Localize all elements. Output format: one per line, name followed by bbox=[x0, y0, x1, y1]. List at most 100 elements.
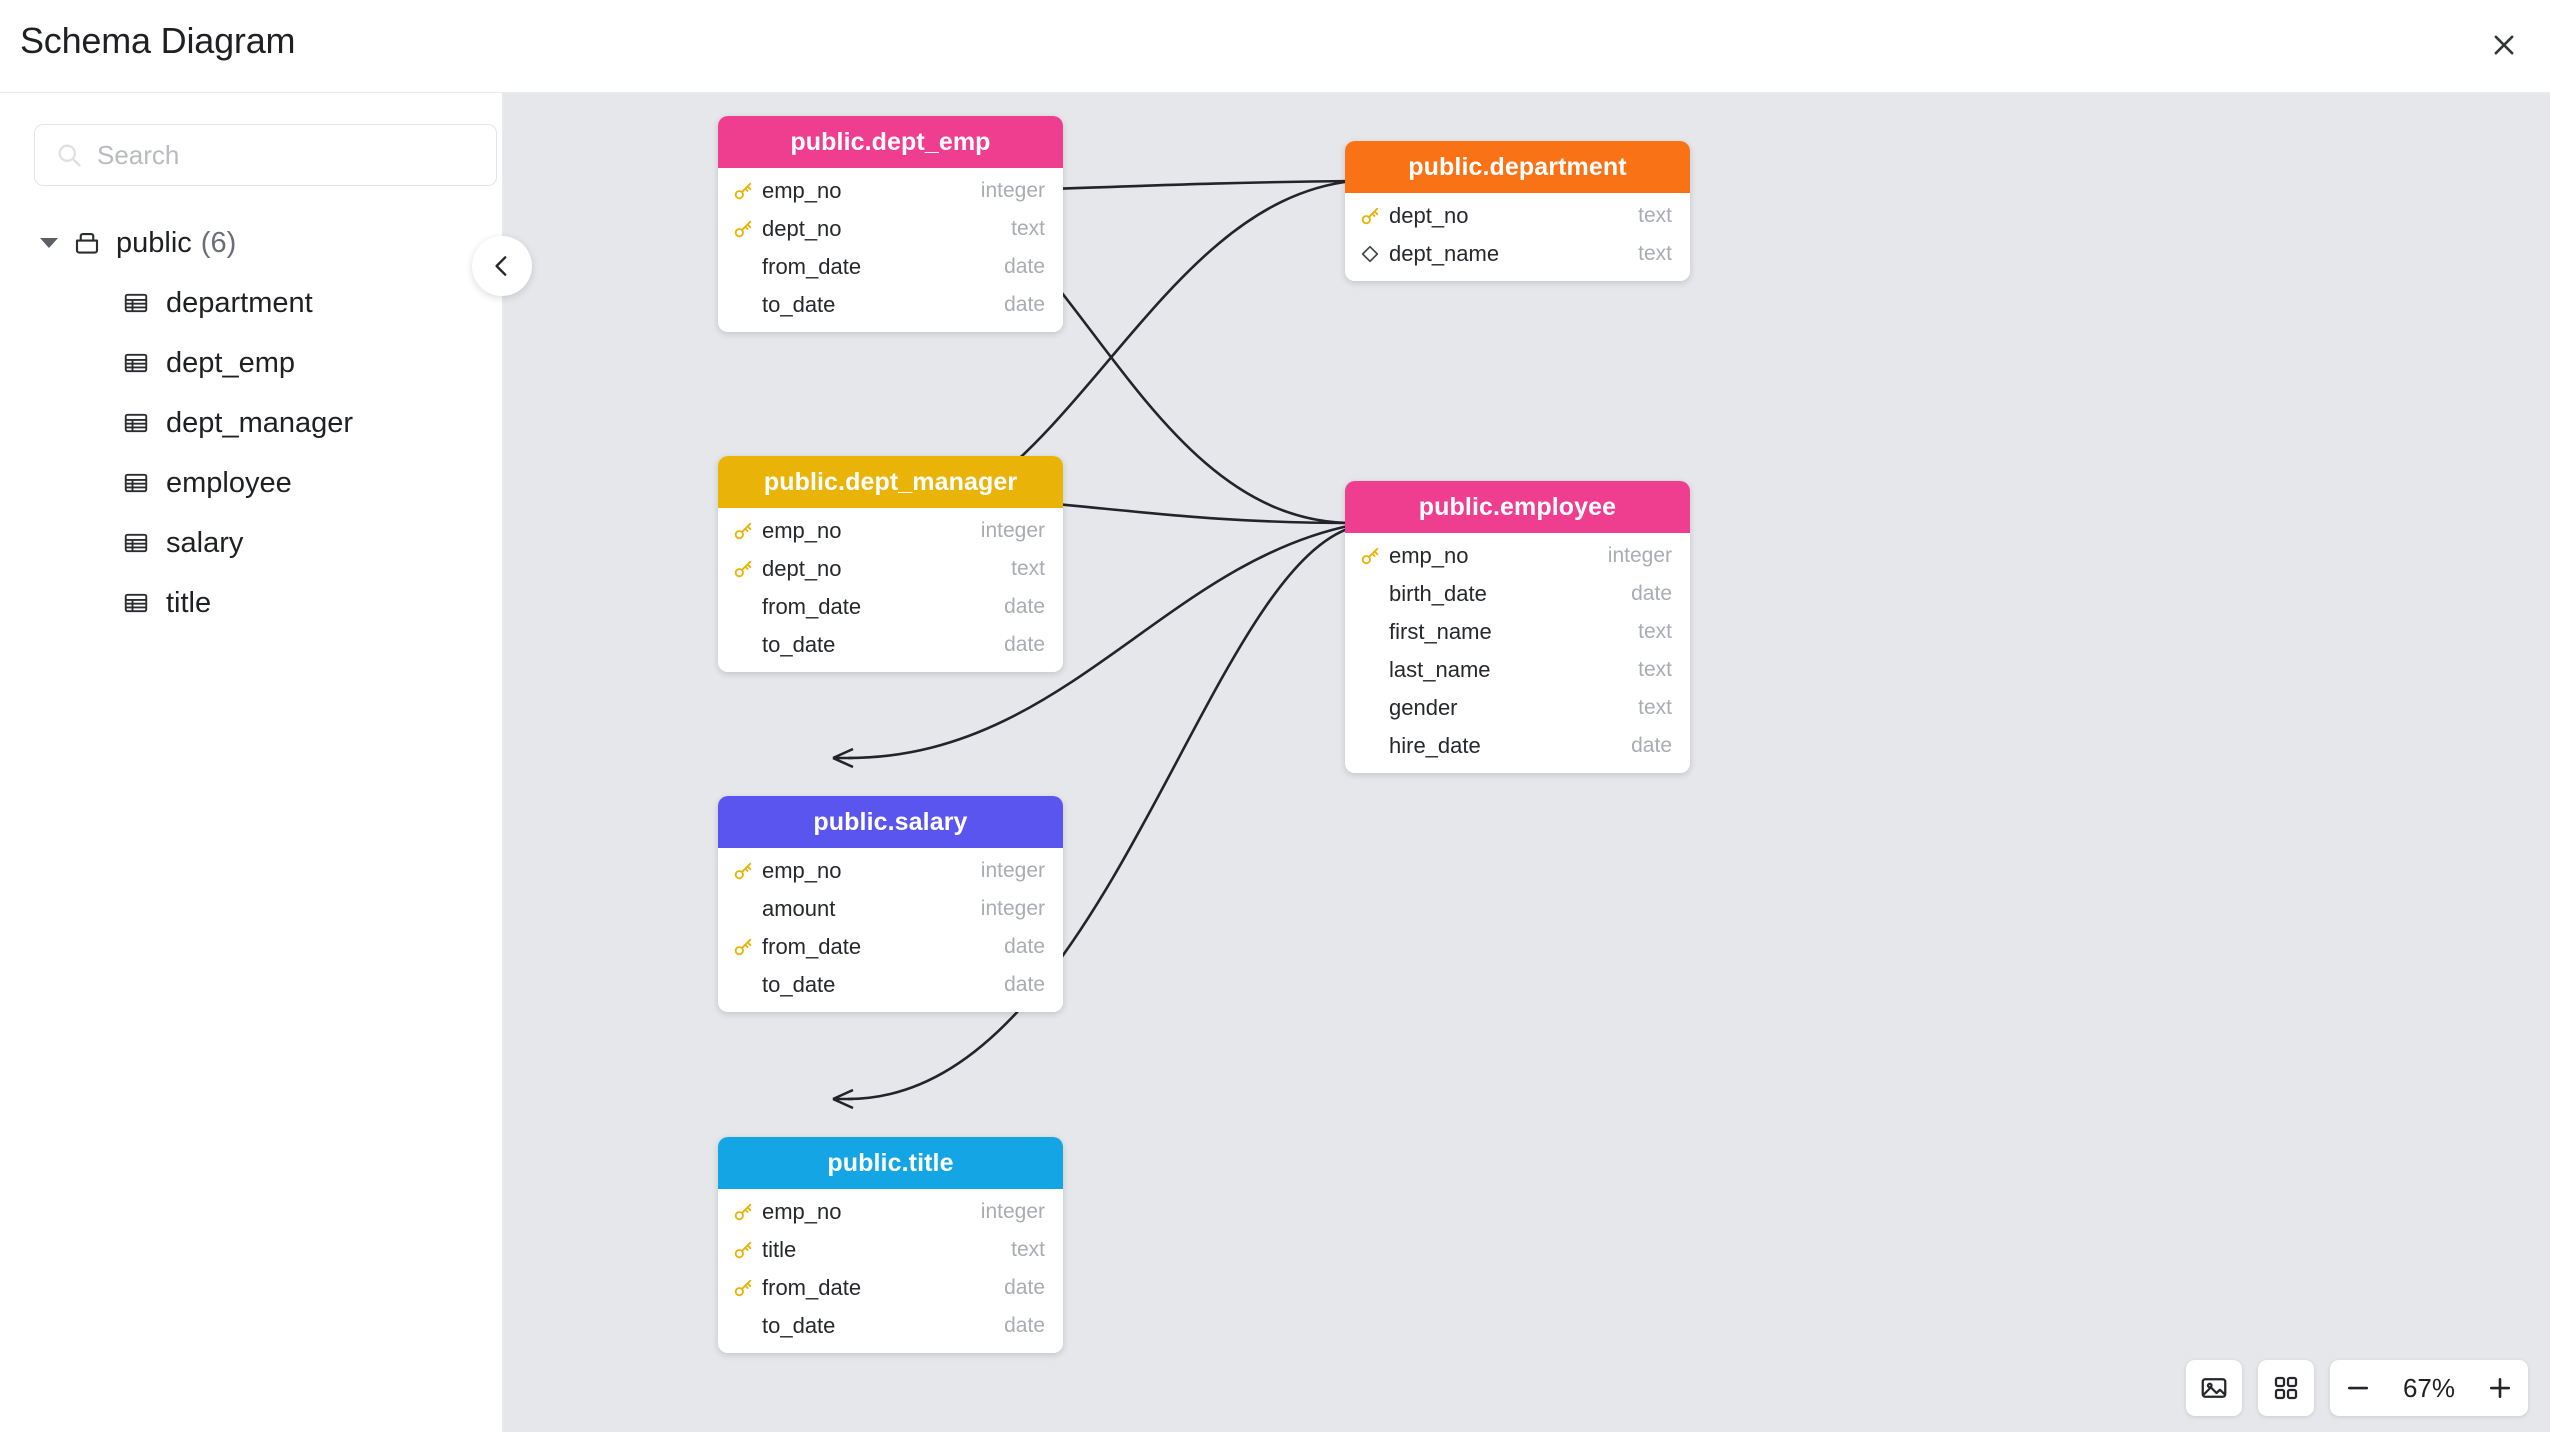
edge-title-employee bbox=[847, 525, 1354, 1101]
zoom-level-label[interactable]: 67% bbox=[2402, 1372, 2456, 1403]
field-type: text bbox=[1638, 204, 1672, 227]
schema-table-count: (6) bbox=[200, 226, 237, 259]
field-row[interactable]: emp_no integer bbox=[718, 172, 1063, 210]
field-name: gender bbox=[1389, 695, 1458, 720]
search-icon bbox=[58, 144, 81, 167]
tree-item-label: salary bbox=[166, 526, 244, 559]
field-row[interactable]: from_date date bbox=[718, 248, 1063, 286]
tree-item-label: dept_manager bbox=[166, 406, 354, 439]
close-button[interactable] bbox=[2476, 17, 2532, 73]
key-icon bbox=[734, 560, 752, 578]
field-name: birth_date bbox=[1389, 581, 1487, 606]
plus-icon bbox=[2489, 1377, 2511, 1399]
tree-item-dept_emp[interactable]: dept_emp bbox=[0, 333, 502, 393]
table-node-fields: emp_no integer amount integer from_date … bbox=[718, 848, 1063, 1012]
zoom-in-button[interactable] bbox=[2472, 1360, 2528, 1416]
table-icon bbox=[124, 353, 148, 373]
field-row[interactable]: amount integer bbox=[718, 890, 1063, 928]
chevron-down-icon[interactable] bbox=[40, 238, 58, 248]
field-name: dept_no bbox=[1389, 203, 1469, 228]
tree-item-dept_manager[interactable]: dept_manager bbox=[0, 393, 502, 453]
key-icon bbox=[734, 862, 752, 880]
table-node-header: public.title bbox=[718, 1137, 1063, 1189]
field-type: date bbox=[1004, 935, 1045, 958]
table-node-fields: emp_no integer title text from_date date bbox=[718, 1189, 1063, 1353]
field-row[interactable]: to_date date bbox=[718, 286, 1063, 324]
table-icon bbox=[124, 473, 148, 493]
tree-item-department[interactable]: department bbox=[0, 273, 502, 333]
field-type: integer bbox=[980, 897, 1045, 920]
table-node-salary[interactable]: public.salary emp_no integer amount inte… bbox=[718, 796, 1063, 1012]
canvas-toolbar: 67% bbox=[2186, 1360, 2528, 1416]
field-type: text bbox=[1638, 620, 1672, 643]
key-icon bbox=[734, 1279, 752, 1297]
field-row[interactable]: to_date date bbox=[718, 626, 1063, 664]
field-type: date bbox=[1631, 734, 1672, 757]
tree-item-schema-public[interactable]: public (6) bbox=[0, 213, 502, 273]
field-row[interactable]: emp_no integer bbox=[718, 512, 1063, 550]
field-row[interactable]: dept_no text bbox=[1345, 197, 1690, 235]
table-node-dept_emp[interactable]: public.dept_emp emp_no integer dept_no t… bbox=[718, 116, 1063, 332]
field-name: to_date bbox=[762, 1313, 836, 1338]
search-box[interactable] bbox=[34, 124, 497, 186]
field-row[interactable]: from_date date bbox=[718, 1269, 1063, 1307]
field-row[interactable]: emp_no integer bbox=[718, 852, 1063, 890]
edge-salary-employee bbox=[847, 523, 1354, 760]
field-row[interactable]: to_date date bbox=[718, 966, 1063, 1004]
field-type: integer bbox=[980, 179, 1045, 202]
field-type: text bbox=[1638, 242, 1672, 265]
table-icon bbox=[124, 533, 148, 553]
key-icon bbox=[734, 1203, 752, 1221]
field-row[interactable]: from_date date bbox=[718, 588, 1063, 626]
table-node-dept_manager[interactable]: public.dept_manager emp_no integer dept_… bbox=[718, 456, 1063, 672]
field-name: from_date bbox=[762, 594, 862, 619]
field-type: integer bbox=[1607, 544, 1672, 567]
field-row[interactable]: last_name text bbox=[1345, 651, 1690, 689]
auto-layout-button[interactable] bbox=[2258, 1360, 2314, 1416]
export-image-button[interactable] bbox=[2186, 1360, 2242, 1416]
field-row[interactable]: first_name text bbox=[1345, 613, 1690, 651]
field-row[interactable]: hire_date date bbox=[1345, 727, 1690, 765]
field-type: date bbox=[1004, 255, 1045, 278]
table-node-fields: emp_no integer birth_date date first_nam… bbox=[1345, 533, 1690, 773]
search-input[interactable] bbox=[97, 139, 477, 171]
field-row[interactable]: dept_name text bbox=[1345, 235, 1690, 273]
close-icon bbox=[2494, 35, 2514, 55]
tree-item-salary[interactable]: salary bbox=[0, 513, 502, 573]
table-node-header: public.dept_emp bbox=[718, 116, 1063, 168]
field-row[interactable]: to_date date bbox=[718, 1307, 1063, 1345]
field-row[interactable]: from_date date bbox=[718, 928, 1063, 966]
field-name: dept_no bbox=[762, 556, 842, 581]
table-node-employee[interactable]: public.employee emp_no integer birth_dat… bbox=[1345, 481, 1690, 773]
grid-icon bbox=[2274, 1376, 2298, 1400]
field-row[interactable]: emp_no integer bbox=[1345, 537, 1690, 575]
table-node-department[interactable]: public.department dept_no text dept_name… bbox=[1345, 141, 1690, 281]
zoom-out-button[interactable] bbox=[2330, 1360, 2386, 1416]
field-type: date bbox=[1004, 1314, 1045, 1337]
field-row[interactable]: dept_no text bbox=[718, 210, 1063, 248]
key-icon bbox=[734, 938, 752, 956]
field-name: to_date bbox=[762, 632, 836, 657]
table-node-title[interactable]: public.title emp_no integer title text bbox=[718, 1137, 1063, 1353]
tree-item-title[interactable]: title bbox=[0, 573, 502, 633]
field-row[interactable]: title text bbox=[718, 1231, 1063, 1269]
field-name: dept_name bbox=[1389, 241, 1500, 266]
field-type: date bbox=[1004, 595, 1045, 618]
field-type: text bbox=[1638, 658, 1672, 681]
field-type: text bbox=[1011, 217, 1045, 240]
tree-item-label: dept_emp bbox=[166, 346, 295, 379]
field-row[interactable]: emp_no integer bbox=[718, 1193, 1063, 1231]
field-type: date bbox=[1004, 973, 1045, 996]
sidebar-collapse-button[interactable] bbox=[472, 236, 532, 296]
key-icon bbox=[734, 1241, 752, 1259]
field-row[interactable]: dept_no text bbox=[718, 550, 1063, 588]
tree-item-employee[interactable]: employee bbox=[0, 453, 502, 513]
field-row[interactable]: gender text bbox=[1345, 689, 1690, 727]
chevron-left-icon bbox=[495, 256, 507, 276]
table-icon bbox=[124, 413, 148, 433]
field-row[interactable]: birth_date date bbox=[1345, 575, 1690, 613]
key-icon bbox=[1361, 207, 1379, 225]
field-name: from_date bbox=[762, 254, 862, 279]
diagram-canvas[interactable]: public.dept_emp emp_no integer dept_no t… bbox=[503, 93, 2550, 1432]
